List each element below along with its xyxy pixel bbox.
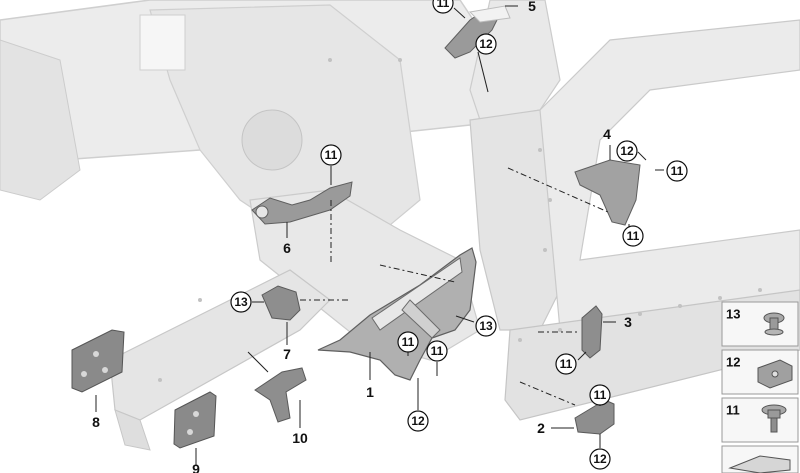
callout-11-part1a: 11 [397,331,419,353]
parts-group [71,5,641,449]
part-number-2: 2 [537,420,545,436]
callout-circles: 11 12 11 12 11 11 13 13 [230,0,688,470]
callout-12-part2: 12 [589,448,611,470]
svg-text:12: 12 [620,144,634,158]
legend-symbol-box [721,445,799,473]
fastener-legend: 13 12 11 [721,301,799,473]
callout-13-part7: 13 [230,291,252,313]
part-number-5: 5 [528,0,536,14]
svg-text:12: 12 [479,37,493,51]
part-5-bracket [444,9,501,59]
part-4-bracket [574,159,641,226]
callout-11-part4a: 11 [666,160,688,182]
callout-11-top: 11 [432,0,454,14]
svg-text:11: 11 [402,335,415,349]
part-number-8: 8 [92,414,100,430]
callout-12-part1: 12 [407,410,429,432]
part-6-bracket [251,181,353,225]
part-number-4: 4 [603,126,611,142]
callout-11-part4b: 11 [622,225,644,247]
part-numbers: 5 4 6 7 1 3 2 8 10 9 [92,0,632,473]
callout-11-part2: 11 [589,384,611,406]
svg-text:13: 13 [234,295,248,309]
leader-lines [95,5,664,466]
svg-text:12: 12 [411,414,425,428]
svg-text:13: 13 [479,319,493,333]
part-7-bracket [261,285,301,321]
callout-12-top: 12 [475,33,497,55]
svg-text:11: 11 [560,357,573,371]
svg-text:11: 11 [431,344,444,358]
callout-13-part1: 13 [475,315,497,337]
legend-item-11: 11 [721,397,799,443]
part-number-9: 9 [192,461,200,473]
part-9-plate [173,391,217,449]
vehicle-body-structure [0,0,800,451]
legend-item-12: 12 [721,349,799,395]
svg-text:12: 12 [726,355,740,370]
svg-text:11: 11 [437,0,450,10]
part-number-3: 3 [624,314,632,330]
callout-11-part6: 11 [320,144,342,166]
callout-11-part1b: 11 [426,340,448,362]
part-number-7: 7 [283,346,291,362]
part-number-1: 1 [366,384,374,400]
svg-text:11: 11 [627,229,640,243]
svg-text:11: 11 [594,388,607,402]
svg-text:11: 11 [671,164,684,178]
callout-11-part3: 11 [555,353,577,375]
part-3-bracket [581,305,603,359]
svg-text:12: 12 [593,452,607,466]
callout-12-part4: 12 [616,140,638,162]
part-10-bracket [254,367,307,423]
part-number-10: 10 [292,430,308,446]
svg-text:11: 11 [325,148,338,162]
legend-item-13: 13 [721,301,799,347]
svg-text:11: 11 [726,403,740,418]
svg-text:13: 13 [726,307,740,322]
part-number-6: 6 [283,240,291,256]
